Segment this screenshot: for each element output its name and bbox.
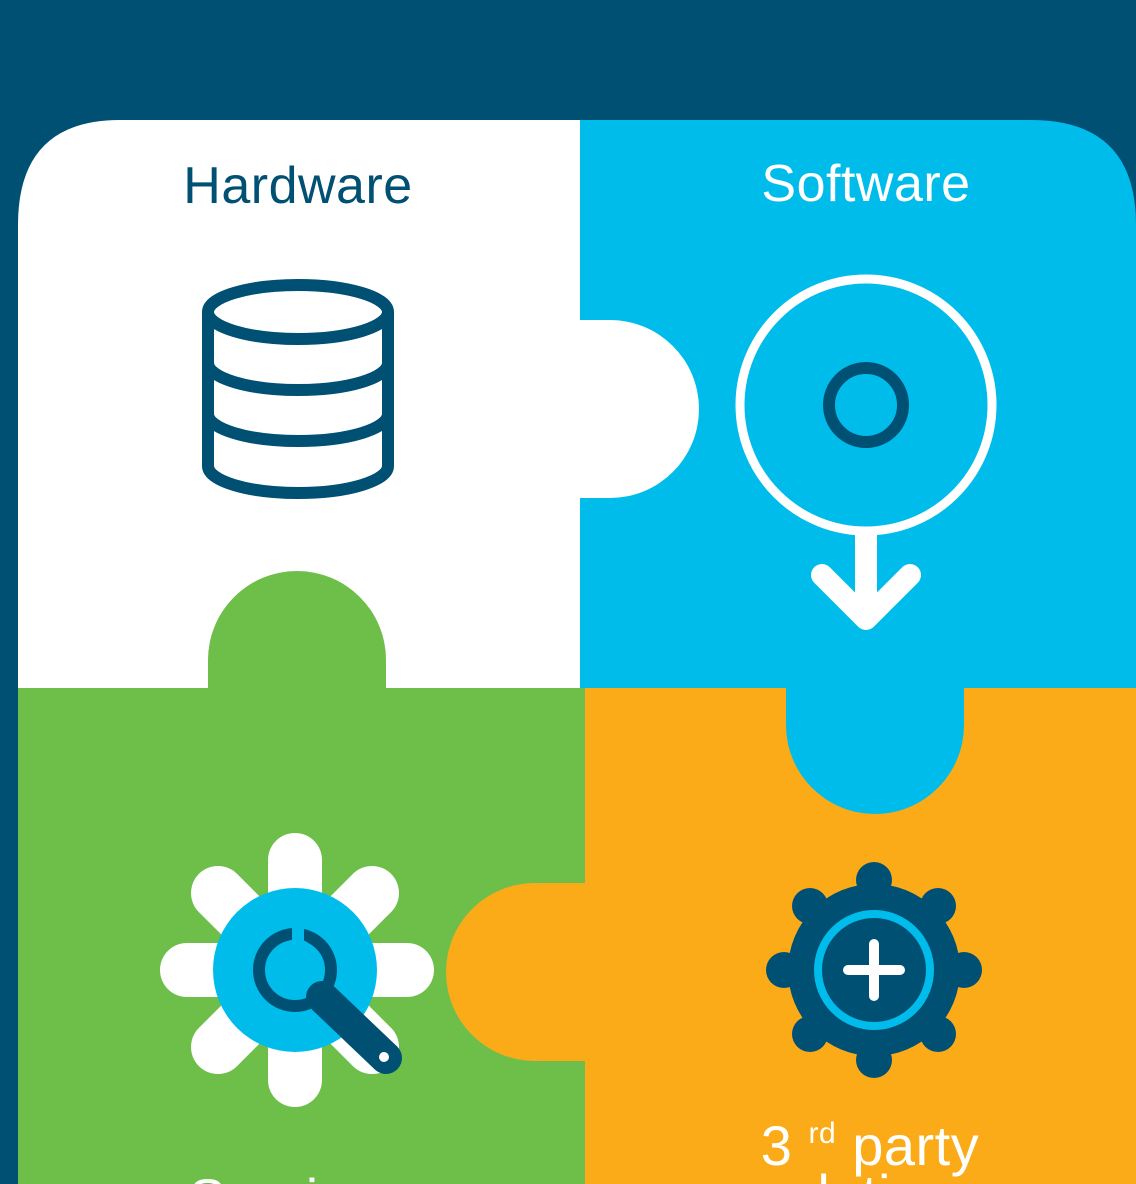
software-tab [786,684,964,814]
software-label: Software [761,155,970,213]
gear-plus-icon [766,862,982,1078]
third-party-label-line2: solutions [757,1163,983,1184]
third-party-label-line1: 3 rd party [761,1092,979,1177]
gear-wrench-icon [160,833,434,1107]
third-party-label-number: 3 [761,1114,793,1177]
third-party-label-rest: party [852,1114,979,1177]
services-label: Services [189,1167,408,1184]
third-party-label-superscript: rd [808,1117,836,1150]
services-tab [208,571,386,692]
hardware-tab [578,320,699,498]
hardware-label: Hardware [183,157,412,215]
database-icon [202,279,394,499]
disc-download-icon [735,274,997,630]
third-party-tab [446,883,590,1061]
